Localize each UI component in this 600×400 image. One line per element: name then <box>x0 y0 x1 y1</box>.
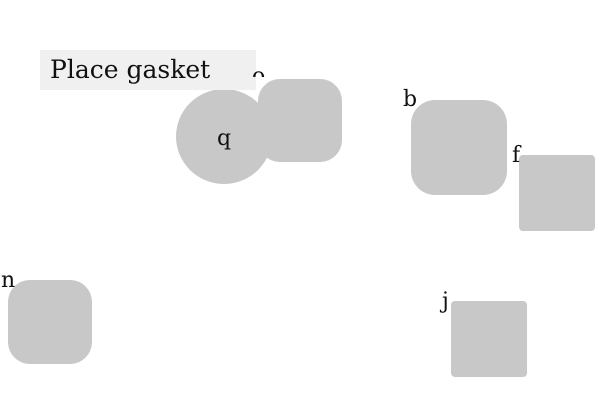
shape-label-n: n <box>1 268 16 293</box>
shape-n[interactable] <box>8 280 92 364</box>
shape-label-j: j <box>442 289 449 314</box>
shape-o[interactable] <box>258 79 342 162</box>
shape-j[interactable] <box>451 301 527 377</box>
instruction-banner: Place gasket <box>40 50 256 90</box>
shape-q[interactable] <box>176 89 272 184</box>
shape-label-q: q <box>217 126 232 151</box>
shape-label-f: f <box>512 143 521 168</box>
shape-label-o: o <box>252 64 266 89</box>
shape-b[interactable] <box>411 100 507 195</box>
shape-f[interactable] <box>519 155 595 231</box>
shape-label-b: b <box>403 87 418 112</box>
